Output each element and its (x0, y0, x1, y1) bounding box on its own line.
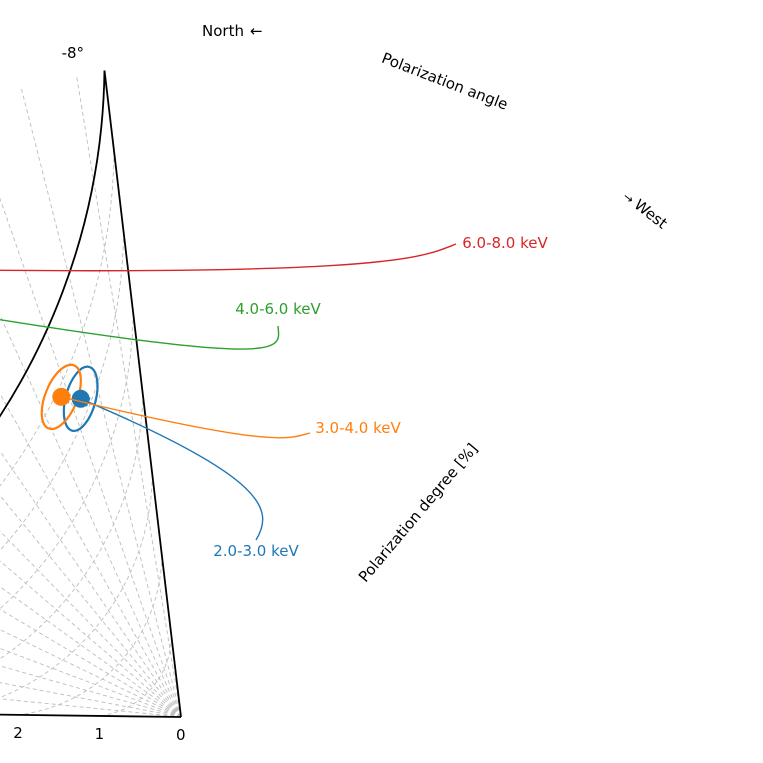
angle-grid-line (0, 450, 182, 718)
tick-labels: -8°-12°-16°-20°-24°-28°-32°-36°-40°01234… (13, 44, 186, 744)
degree-tick-label: 1 (95, 725, 105, 743)
frame-top-edge (103, 70, 182, 718)
angle-grid-line (20, 85, 182, 718)
angle-grid-line (0, 560, 182, 718)
angle-grid-line (0, 682, 182, 718)
series-label: 3.0-4.0 keV (315, 419, 401, 437)
degree-tick-label: 2 (13, 724, 23, 742)
north-label-text: North (202, 22, 244, 40)
degree-grid-arc (0, 312, 134, 610)
angle-grid-line (0, 392, 182, 718)
angle-axis-label: Polarization angle (379, 49, 510, 114)
angle-tick-label: -8° (62, 44, 84, 62)
annotation-arrow (0, 243, 457, 272)
series-label: 6.0-8.0 keV (462, 234, 548, 252)
angle-grid-line (0, 698, 182, 718)
degree-grid-arc (99, 636, 172, 717)
sector-frame (0, 70, 182, 718)
angle-grid-line (0, 629, 182, 718)
degree-grid-arc (0, 474, 153, 699)
series-annotations: 2.0-3.0 keV 3.0-4.0 keV 4.0-6.0 keV 6.0-8.0… (0, 234, 548, 560)
annotation-arrow (0, 318, 280, 350)
frame-bottom-edge (0, 713, 182, 718)
west-label-text: West (631, 196, 671, 233)
north-arrow-icon: ← (250, 22, 263, 40)
grid-layer (0, 74, 182, 718)
degree-tick-label: 0 (176, 726, 186, 744)
west-label: →West (620, 187, 671, 233)
series-label: 4.0-6.0 keV (235, 300, 321, 318)
angle-grid-line (0, 494, 182, 718)
annotation-arrow (79, 397, 264, 541)
annotation-arrow (60, 394, 311, 439)
radial-axis-label: Polarization degree [%] (355, 440, 481, 586)
data-point (71, 389, 90, 408)
angle-grid-line (0, 314, 182, 718)
series-label: 2.0-3.0 keV (213, 542, 299, 560)
degree-grid-arc (0, 393, 144, 660)
angle-grid-line (0, 530, 182, 718)
angle-grid-line (0, 647, 182, 718)
angle-grid-line (75, 74, 182, 718)
north-label: North ← (202, 22, 263, 40)
frame-outer-arc (0, 70, 106, 418)
angle-grid-line (0, 608, 182, 718)
angle-grid-line (0, 665, 182, 718)
angle-grid-line (0, 586, 182, 718)
